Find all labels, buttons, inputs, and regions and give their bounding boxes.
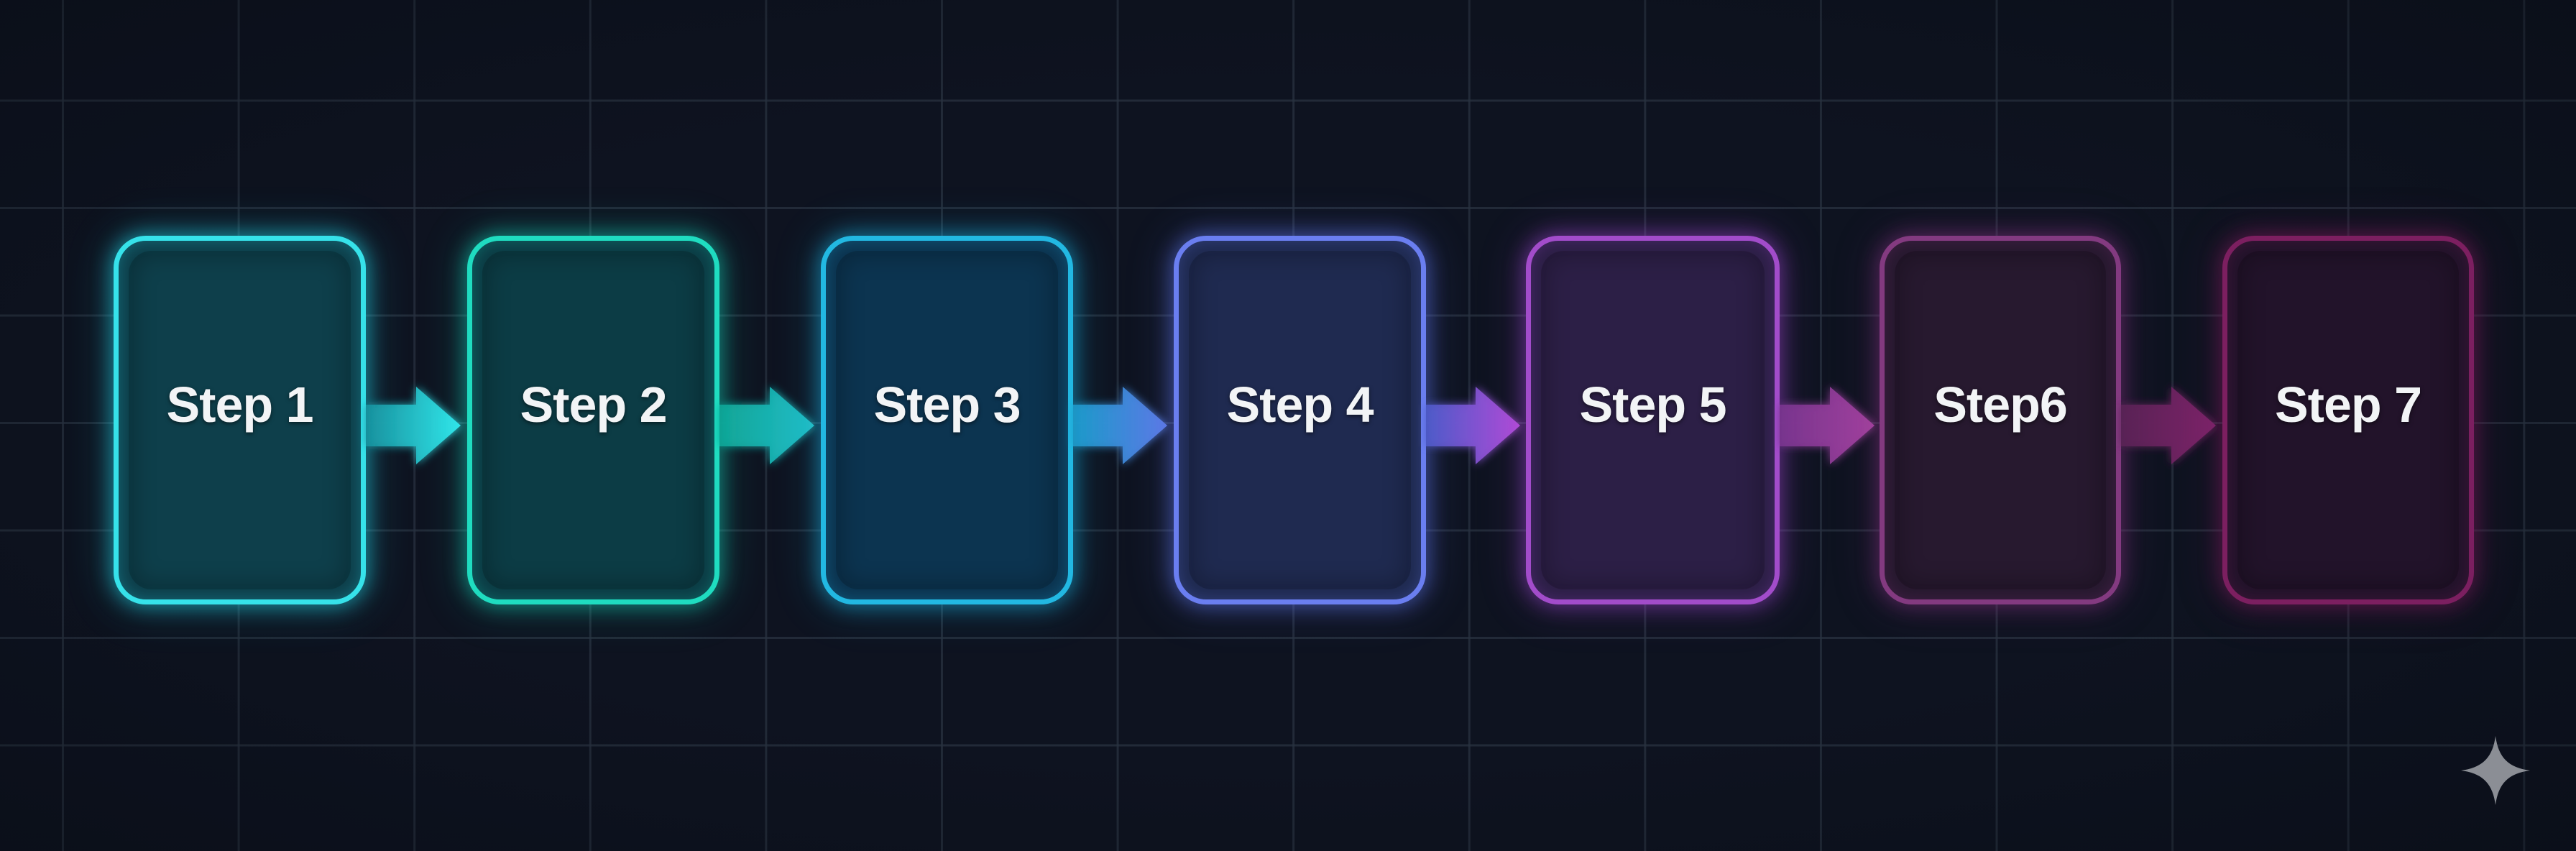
arrow-right-icon — [2121, 385, 2216, 466]
step-label: Step 2 — [520, 376, 667, 433]
arrow-right-icon — [1426, 385, 1520, 466]
sparkle-icon — [2461, 736, 2530, 805]
step-label: Step 4 — [1226, 376, 1374, 433]
step-box-2: Step 2 — [467, 236, 719, 604]
step-label: Step 7 — [2274, 376, 2422, 433]
step-label: Step 5 — [1579, 376, 1726, 433]
step-box-1: Step 1 — [114, 236, 366, 604]
step-label: Step 3 — [873, 376, 1021, 433]
step-label: Step 1 — [166, 376, 313, 433]
step-label: Step6 — [1933, 376, 2068, 433]
step-box-5: Step 5 — [1526, 236, 1780, 604]
step-box-4: Step 4 — [1174, 236, 1426, 604]
arrow-right-icon — [719, 385, 814, 466]
step-box-3: Step 3 — [821, 236, 1073, 604]
step-box-7: Step 7 — [2222, 236, 2474, 604]
arrow-right-icon — [1780, 385, 1874, 466]
arrow-right-icon — [366, 385, 461, 466]
step-box-6: Step6 — [1880, 236, 2121, 604]
arrow-right-icon — [1073, 385, 1167, 466]
